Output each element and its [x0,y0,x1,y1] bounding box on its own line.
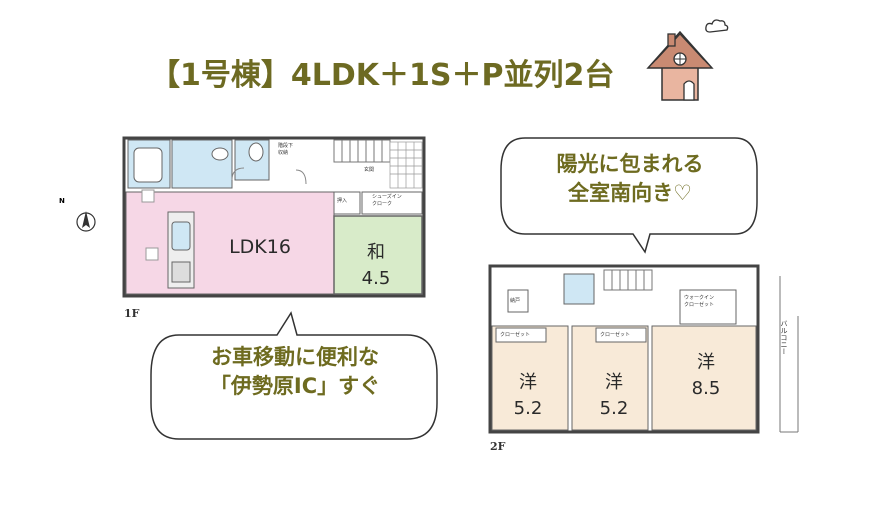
entrance-label: 玄関 [364,167,375,173]
bubble-access-line1: お車移動に便利な [211,345,379,369]
room-b-kanji: 洋 [605,372,623,393]
speech-bubble-access [150,311,438,440]
bubble-access-line2: 「伊勢原IC」すぐ [209,374,381,398]
closet-a-label: クローゼット [500,332,531,338]
storage-label: 階段下 収納 [278,143,294,156]
balcony-label: バルコニー [780,320,788,355]
floor-plan-1f [76,136,426,298]
room-c-label: 洋 8.5 [676,350,736,402]
bubble-sun-line1: 陽光に包まれる [556,152,704,176]
washitsu-size: 4.5 [361,268,391,289]
room-b-label: 洋 5.2 [584,370,644,422]
room-a-size: 5.2 [513,398,543,419]
bubble-sun-text: 陽光に包まれる 全室南向き♡ [515,150,745,208]
room-b-size: 5.2 [599,398,629,419]
floor-2f-label: 2F [490,440,506,453]
bubble-access-text: お車移動に便利な 「伊勢原IC」すぐ [160,343,430,401]
compass-icon [76,211,96,232]
floor-plan-2f [488,264,799,434]
floor-1f-label: 1F [124,307,140,320]
ldk-label: LDK16 [229,236,291,258]
oshiire-label: 押入 [337,198,348,204]
page-title: 【1号棟】4LDK＋1S＋P並列2台 [150,58,615,93]
house-icon [646,19,729,101]
compass-label: N [59,197,65,205]
walkin-label: ウォークイン クローゼット [684,295,715,308]
bubble-sun-line2: 全室南向き♡ [568,181,692,205]
nando-label: 納戸 [510,298,521,304]
shoe-closet-label: シューズイン クローク [372,194,402,207]
washitsu-label: 和 4.5 [346,240,406,292]
room-a-label: 洋 5.2 [498,370,558,422]
washitsu-kanji: 和 [367,242,385,263]
room-a-kanji: 洋 [519,372,537,393]
room-c-size: 8.5 [691,378,721,399]
closet-b-label: クローゼット [600,332,631,338]
room-c-kanji: 洋 [697,352,715,373]
speech-bubble-sun [500,137,758,254]
